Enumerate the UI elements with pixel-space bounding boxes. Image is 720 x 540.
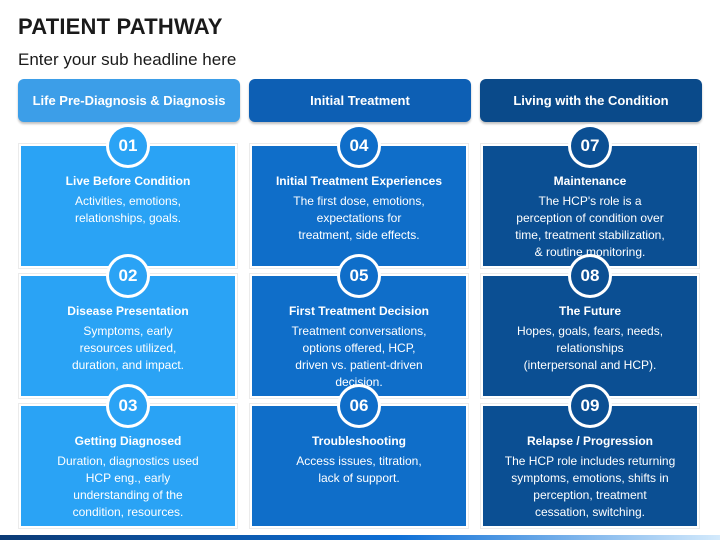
step-card-04: 04 Initial Treatment Experiences The fir… bbox=[249, 124, 469, 269]
step-number: 08 bbox=[571, 257, 609, 295]
step-card-07: 07 Maintenance The HCP's role is a perce… bbox=[480, 124, 700, 269]
desc-line: perception, treatment bbox=[533, 488, 647, 502]
step-card-03: 03 Getting Diagnosed Duration, diagnosti… bbox=[18, 384, 238, 529]
desc-line: lack of support. bbox=[318, 471, 400, 485]
step-title: Disease Presentation bbox=[67, 304, 189, 318]
step-title: First Treatment Decision bbox=[288, 304, 430, 318]
step-number-badge: 03 bbox=[106, 384, 150, 428]
desc-line: treatment, side effects. bbox=[298, 228, 420, 242]
step-description: The HCP role includes returning symptoms… bbox=[493, 453, 687, 521]
step-description: Treatment conversations, options offered… bbox=[262, 323, 456, 391]
step-description: The first dose, emotions, expectations f… bbox=[262, 193, 456, 244]
step-description: Symptoms, early resources utilized, dura… bbox=[31, 323, 225, 374]
step-number-badge: 02 bbox=[106, 254, 150, 298]
desc-line: condition, resources. bbox=[72, 505, 184, 519]
desc-line: Treatment conversations, bbox=[291, 324, 427, 338]
desc-line: duration, and impact. bbox=[71, 358, 185, 372]
column-header-2: Initial Treatment bbox=[249, 79, 471, 122]
step-number-badge: 06 bbox=[337, 384, 381, 428]
desc-line: relationships bbox=[556, 341, 624, 355]
step-number: 04 bbox=[340, 127, 378, 165]
step-number-badge: 08 bbox=[568, 254, 612, 298]
desc-line: decision. bbox=[335, 375, 383, 389]
step-title: Getting Diagnosed bbox=[74, 434, 182, 448]
page-title: PATIENT PATHWAY bbox=[18, 14, 223, 39]
desc-line: relationships, goals. bbox=[74, 211, 182, 225]
step-title: Relapse / Progression bbox=[526, 434, 654, 448]
desc-line: Activities, emotions, bbox=[74, 194, 182, 208]
step-description: Duration, diagnostics used HCP eng., ear… bbox=[31, 453, 225, 521]
desc-line: Symptoms, early bbox=[83, 324, 173, 338]
step-title: The Future bbox=[559, 304, 621, 318]
desc-line: perception of condition over bbox=[516, 211, 664, 225]
step-description: Access issues, titration, lack of suppor… bbox=[262, 453, 456, 487]
step-number: 09 bbox=[571, 387, 609, 425]
step-number-badge: 05 bbox=[337, 254, 381, 298]
step-card-08: 08 The Future Hopes, goals, fears, needs… bbox=[480, 254, 700, 399]
step-card-02: 02 Disease Presentation Symptoms, early … bbox=[18, 254, 238, 399]
desc-line: driven vs. patient-driven bbox=[295, 358, 423, 372]
step-number-badge: 01 bbox=[106, 124, 150, 168]
desc-line: options offered, HCP, bbox=[302, 341, 416, 355]
step-number-badge: 04 bbox=[337, 124, 381, 168]
desc-line: expectations for bbox=[316, 211, 402, 225]
column-header-label: Living with the Condition bbox=[513, 93, 669, 108]
desc-line: cessation, switching. bbox=[534, 505, 646, 519]
column-header-3: Living with the Condition bbox=[480, 79, 702, 122]
desc-line: HCP eng., early bbox=[85, 471, 171, 485]
desc-line: & routine monitoring. bbox=[534, 245, 646, 259]
desc-line: Duration, diagnostics used bbox=[57, 454, 199, 468]
desc-line: The HCP role includes returning bbox=[504, 454, 676, 468]
column-header-label: Initial Treatment bbox=[310, 93, 410, 108]
desc-line: The HCP's role is a bbox=[538, 194, 642, 208]
desc-line: Access issues, titration, bbox=[296, 454, 422, 468]
step-number: 03 bbox=[109, 387, 147, 425]
step-card-09: 09 Relapse / Progression The HCP role in… bbox=[480, 384, 700, 529]
desc-line: symptoms, emotions, shifts in bbox=[511, 471, 669, 485]
step-number: 02 bbox=[109, 257, 147, 295]
step-title: Live Before Condition bbox=[65, 174, 191, 188]
step-number: 06 bbox=[340, 387, 378, 425]
step-description: Hopes, goals, fears, needs, relationship… bbox=[493, 323, 687, 374]
desc-line: Hopes, goals, fears, needs, bbox=[516, 324, 664, 338]
step-card-06: 06 Troubleshooting Access issues, titrat… bbox=[249, 384, 469, 529]
step-number: 01 bbox=[109, 127, 147, 165]
step-number-badge: 07 bbox=[568, 124, 612, 168]
bottom-accent-bar bbox=[0, 535, 720, 540]
desc-line: resources utilized, bbox=[79, 341, 177, 355]
desc-line: time, treatment stabilization, bbox=[515, 228, 665, 242]
step-title: Initial Treatment Experiences bbox=[275, 174, 443, 188]
desc-line: (interpersonal and HCP). bbox=[523, 358, 657, 372]
step-number: 07 bbox=[571, 127, 609, 165]
step-description: Activities, emotions, relationships, goa… bbox=[31, 193, 225, 227]
column-header-label: Life Pre-Diagnosis & Diagnosis bbox=[32, 93, 226, 108]
step-number-badge: 09 bbox=[568, 384, 612, 428]
step-card-05: 05 First Treatment Decision Treatment co… bbox=[249, 254, 469, 399]
step-number: 05 bbox=[340, 257, 378, 295]
column-header-1: Life Pre-Diagnosis & Diagnosis bbox=[18, 79, 240, 122]
desc-line: The first dose, emotions, bbox=[293, 194, 425, 208]
page-subtitle: Enter your sub headline here bbox=[18, 50, 237, 69]
step-description: The HCP's role is a perception of condit… bbox=[493, 193, 687, 261]
desc-line: understanding of the bbox=[73, 488, 183, 502]
step-title: Troubleshooting bbox=[312, 434, 406, 448]
step-card-01: 01 Live Before Condition Activities, emo… bbox=[18, 124, 238, 269]
step-title: Maintenance bbox=[553, 174, 627, 188]
